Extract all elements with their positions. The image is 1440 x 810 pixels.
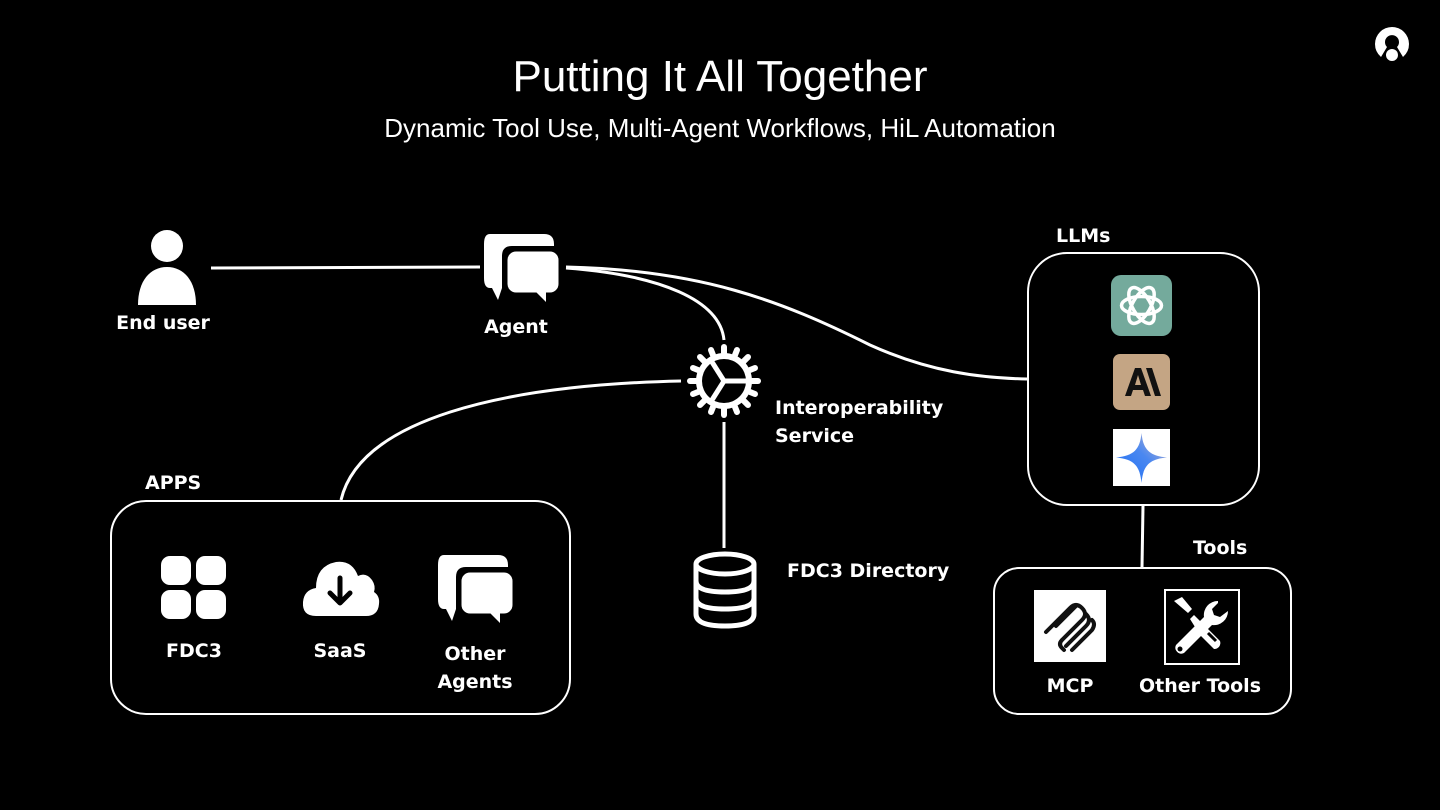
other-tools-label: Other Tools xyxy=(1139,675,1261,697)
app-saas-label: SaaS xyxy=(313,640,367,662)
anthropic-icon xyxy=(1113,354,1170,414)
database-icon xyxy=(690,550,760,634)
gear-icon xyxy=(686,343,762,423)
person-icon xyxy=(136,229,198,311)
openai-icon xyxy=(1111,275,1172,340)
llms-group-title: LLMs xyxy=(1056,225,1111,247)
mcp-label: MCP xyxy=(1046,675,1094,697)
llms-group xyxy=(1027,252,1260,506)
edge-user-agent xyxy=(210,265,481,270)
tools-group xyxy=(993,567,1292,715)
edge-llms-tools xyxy=(1140,505,1145,568)
mcp-icon xyxy=(1034,590,1106,666)
interop-label: Interoperability Service xyxy=(775,394,943,450)
gemini-icon xyxy=(1113,429,1170,490)
agent-label: Agent xyxy=(484,316,548,338)
agent-chat-bubbles-icon xyxy=(482,232,562,308)
edge-interop-apps xyxy=(339,379,682,501)
edge-agent-llms xyxy=(565,265,1028,381)
end-user-label: End user xyxy=(116,312,210,334)
apps-group-title: APPS xyxy=(145,472,202,494)
edge-agent-interop xyxy=(565,266,726,341)
page-subtitle: Dynamic Tool Use, Multi-Agent Workflows,… xyxy=(384,113,1056,143)
tools-group-title: Tools xyxy=(1193,537,1248,559)
page-title: Putting It All Together xyxy=(512,52,928,101)
interop-label-line2: Service xyxy=(775,425,854,447)
other-agents-line2: Agents xyxy=(437,671,513,693)
other-agents-chat-bubbles-icon xyxy=(436,553,516,629)
wrench-screwdriver-icon xyxy=(1164,589,1240,669)
app-fdc3-label: FDC3 xyxy=(166,640,222,662)
brand-logo-icon xyxy=(1372,25,1412,67)
directory-label: FDC3 Directory xyxy=(787,560,950,582)
interop-label-line1: Interoperability xyxy=(775,397,944,419)
other-agents-line1: Other xyxy=(444,643,506,665)
cloud-download-icon xyxy=(302,558,380,622)
app-other-agents-label: Other Agents xyxy=(425,640,525,696)
apps-group xyxy=(110,500,571,715)
app-grid-icon xyxy=(160,555,228,625)
